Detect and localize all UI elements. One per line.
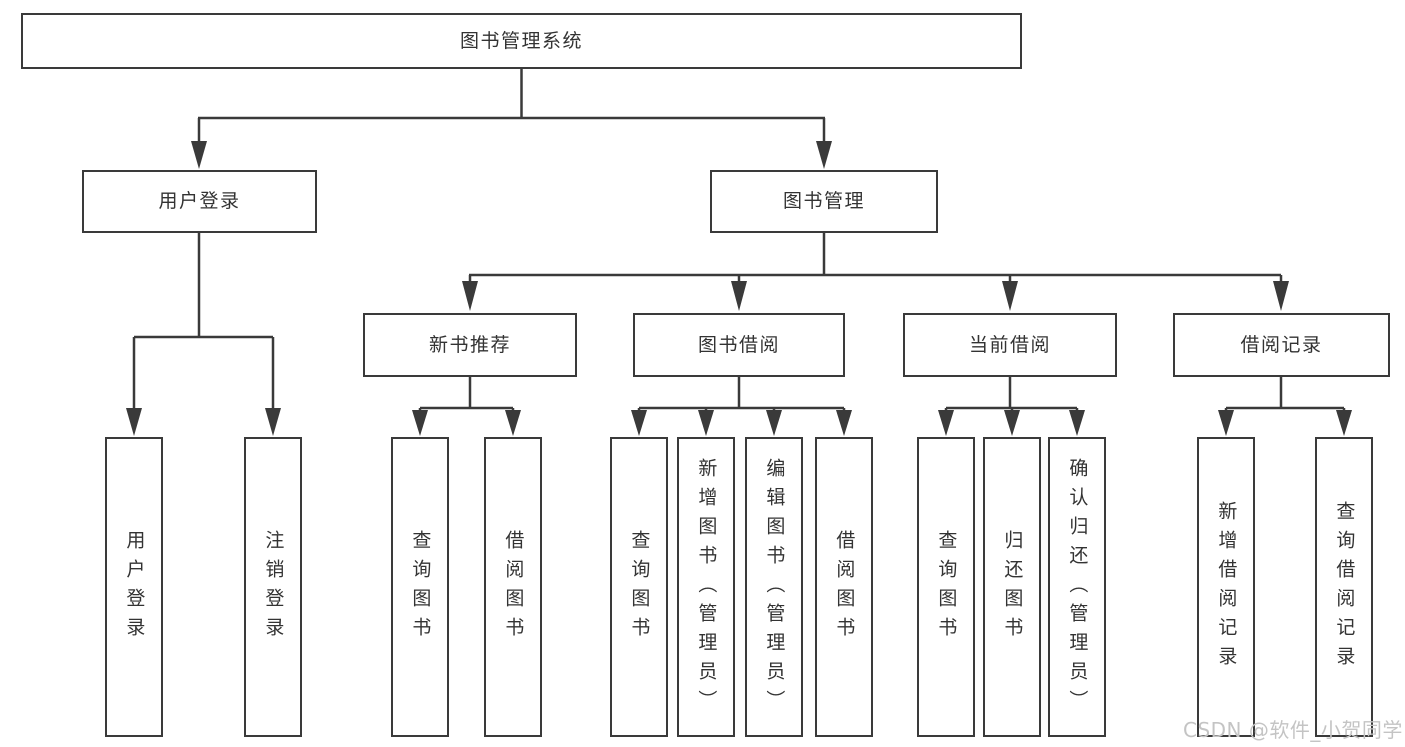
arrow-down-icon	[462, 281, 478, 311]
leaf-query-books-1: 查询图书	[391, 437, 449, 737]
leaf-logout: 注销登录	[244, 437, 302, 737]
node-book-mgmt: 图书管理	[710, 170, 938, 233]
leaf-edit-books-admin: 编辑图书（管理员）	[745, 437, 803, 737]
arrow-down-icon	[126, 408, 142, 436]
leaf-add-books-admin: 新增图书（管理员）	[677, 437, 735, 737]
leaf-confirm-return-admin: 确认归还（管理员）	[1048, 437, 1106, 737]
leaf-query-borrow-record: 查询借阅记录	[1315, 437, 1373, 737]
arrow-down-icon	[631, 410, 647, 436]
arrow-down-icon	[938, 410, 954, 436]
arrow-down-icon	[698, 410, 714, 436]
arrow-down-icon	[1336, 410, 1352, 436]
leaf-query-books-2: 查询图书	[610, 437, 668, 737]
arrow-down-icon	[1218, 410, 1234, 436]
node-new-books: 新书推荐	[363, 313, 577, 377]
arrow-down-icon	[191, 141, 207, 169]
node-book-borrow: 图书借阅	[633, 313, 845, 377]
arrow-down-icon	[1002, 281, 1018, 311]
leaf-return-books: 归还图书	[983, 437, 1041, 737]
node-user-login: 用户登录	[82, 170, 317, 233]
arrow-down-icon	[766, 410, 782, 436]
leaf-add-borrow-record: 新增借阅记录	[1197, 437, 1255, 737]
leaf-query-books-3: 查询图书	[917, 437, 975, 737]
arrow-down-icon	[265, 408, 281, 436]
leaf-user-login: 用户登录	[105, 437, 163, 737]
arrow-down-icon	[731, 281, 747, 311]
node-borrow-records: 借阅记录	[1173, 313, 1390, 377]
arrow-down-icon	[1004, 410, 1020, 436]
leaf-borrow-books-2: 借阅图书	[815, 437, 873, 737]
node-root: 图书管理系统	[21, 13, 1022, 69]
arrow-down-icon	[412, 410, 428, 436]
arrow-down-icon	[836, 410, 852, 436]
leaf-borrow-books-1: 借阅图书	[484, 437, 542, 737]
arrow-down-icon	[816, 141, 832, 169]
arrow-down-icon	[1273, 281, 1289, 311]
watermark: CSDN @软件_小贺同学	[1183, 718, 1403, 742]
arrow-down-icon	[1069, 410, 1085, 436]
node-current-borrow: 当前借阅	[903, 313, 1117, 377]
arrow-down-icon	[505, 410, 521, 436]
